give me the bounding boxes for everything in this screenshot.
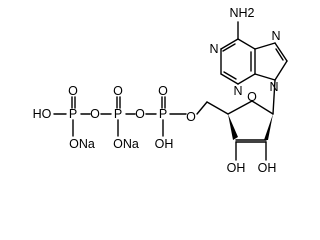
amino-group-label: NH2 bbox=[229, 6, 254, 20]
ring-oxygen-label: O bbox=[247, 90, 257, 104]
bond-c5-c6 bbox=[237, 38, 256, 50]
atom-labels: NH2 N N N N O O OH OH P P P O O O O O HO… bbox=[33, 6, 281, 175]
c2-hydroxyl-label: OH bbox=[258, 161, 277, 175]
alpha-phosphorus-label: P bbox=[159, 107, 167, 121]
adenine-bonds bbox=[220, 21, 288, 85]
bond-n3-c4 bbox=[237, 73, 256, 85]
bond-n9-c4 bbox=[254, 73, 276, 81]
beta-sodium-oxide-label: ONa bbox=[113, 137, 139, 151]
c3-hydroxyl-label: OH bbox=[227, 161, 246, 175]
n3-label: N bbox=[233, 84, 242, 98]
alpha-double-oxygen-label: O bbox=[158, 84, 168, 98]
gamma-double-oxygen-label: O bbox=[68, 84, 78, 98]
bond-n7-c8-inner bbox=[275, 48, 284, 61]
bond-c5-n7 bbox=[254, 42, 276, 50]
bond-c6-n1 bbox=[220, 38, 239, 50]
bond-c4prime-c3prime-wedge bbox=[228, 114, 238, 140]
bond-n7-c8 bbox=[274, 42, 288, 62]
bond-ring-o-c4prime bbox=[227, 100, 253, 115]
bond-c2-n3 bbox=[220, 73, 239, 85]
gamma-sodium-oxide-label: ONa bbox=[69, 137, 95, 151]
bond-c6-n1-inner bbox=[222, 43, 236, 52]
beta-gamma-bridge-oxygen-label: O bbox=[90, 107, 100, 121]
gamma-hydroxyl-label: HO bbox=[33, 107, 52, 121]
beta-double-oxygen-label: O bbox=[113, 84, 123, 98]
alpha-hydroxyl-label: OH bbox=[155, 137, 174, 151]
gamma-phosphorus-label: P bbox=[69, 107, 77, 121]
n7-label: N bbox=[271, 29, 280, 43]
bond-c4prime-c5prime bbox=[206, 101, 229, 115]
n9-label: N bbox=[269, 80, 278, 94]
bond-c1prime-c2prime-wedge bbox=[264, 114, 273, 140]
bond-c8-n9 bbox=[274, 60, 288, 81]
ester-oxygen-label: O bbox=[186, 110, 196, 124]
bond-c1prime-ring-o bbox=[251, 100, 274, 115]
bond-c5prime-ester-o bbox=[196, 101, 208, 115]
ribose-bonds bbox=[206, 79, 276, 161]
n1-label: N bbox=[209, 42, 218, 56]
beta-phosphorus-label: P bbox=[114, 107, 122, 121]
bond-n9-c1prime bbox=[272, 79, 276, 115]
sodium-triphosphate-structure-diagram: NH2 N N N N O O OH OH P P P O O O O O HO… bbox=[33, 6, 288, 175]
phosphate-bonds bbox=[53, 96, 208, 137]
bond-c2-n3-inner bbox=[223, 71, 237, 80]
alpha-beta-bridge-oxygen-label: O bbox=[135, 107, 145, 121]
